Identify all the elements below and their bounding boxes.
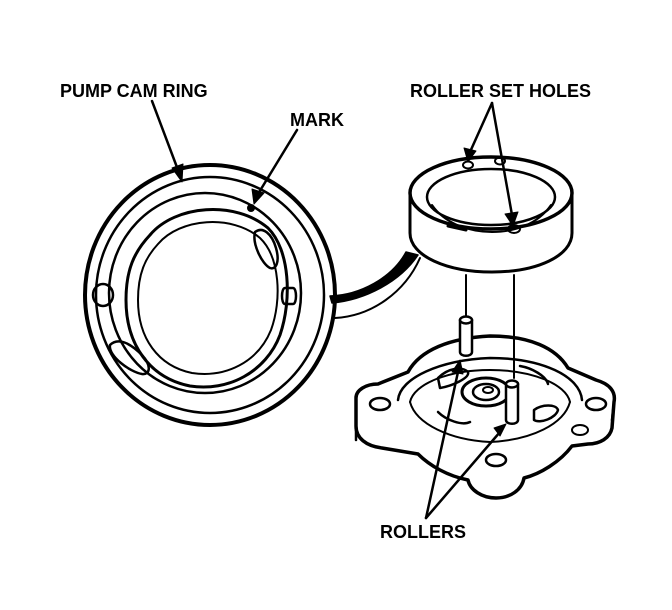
rollers-label: ROLLERS (380, 522, 467, 542)
roller-set-holes-label: ROLLER SET HOLES (410, 81, 592, 101)
rollers (424, 315, 520, 520)
pump-body (354, 334, 617, 500)
roller-right (504, 379, 520, 425)
cam-ring-detail (83, 99, 421, 427)
pump-cam-ring-label: PUMP CAM RING (60, 81, 208, 101)
roller-left (458, 315, 474, 357)
cam-ring-part (408, 101, 574, 379)
mark-label: MARK (290, 110, 344, 130)
